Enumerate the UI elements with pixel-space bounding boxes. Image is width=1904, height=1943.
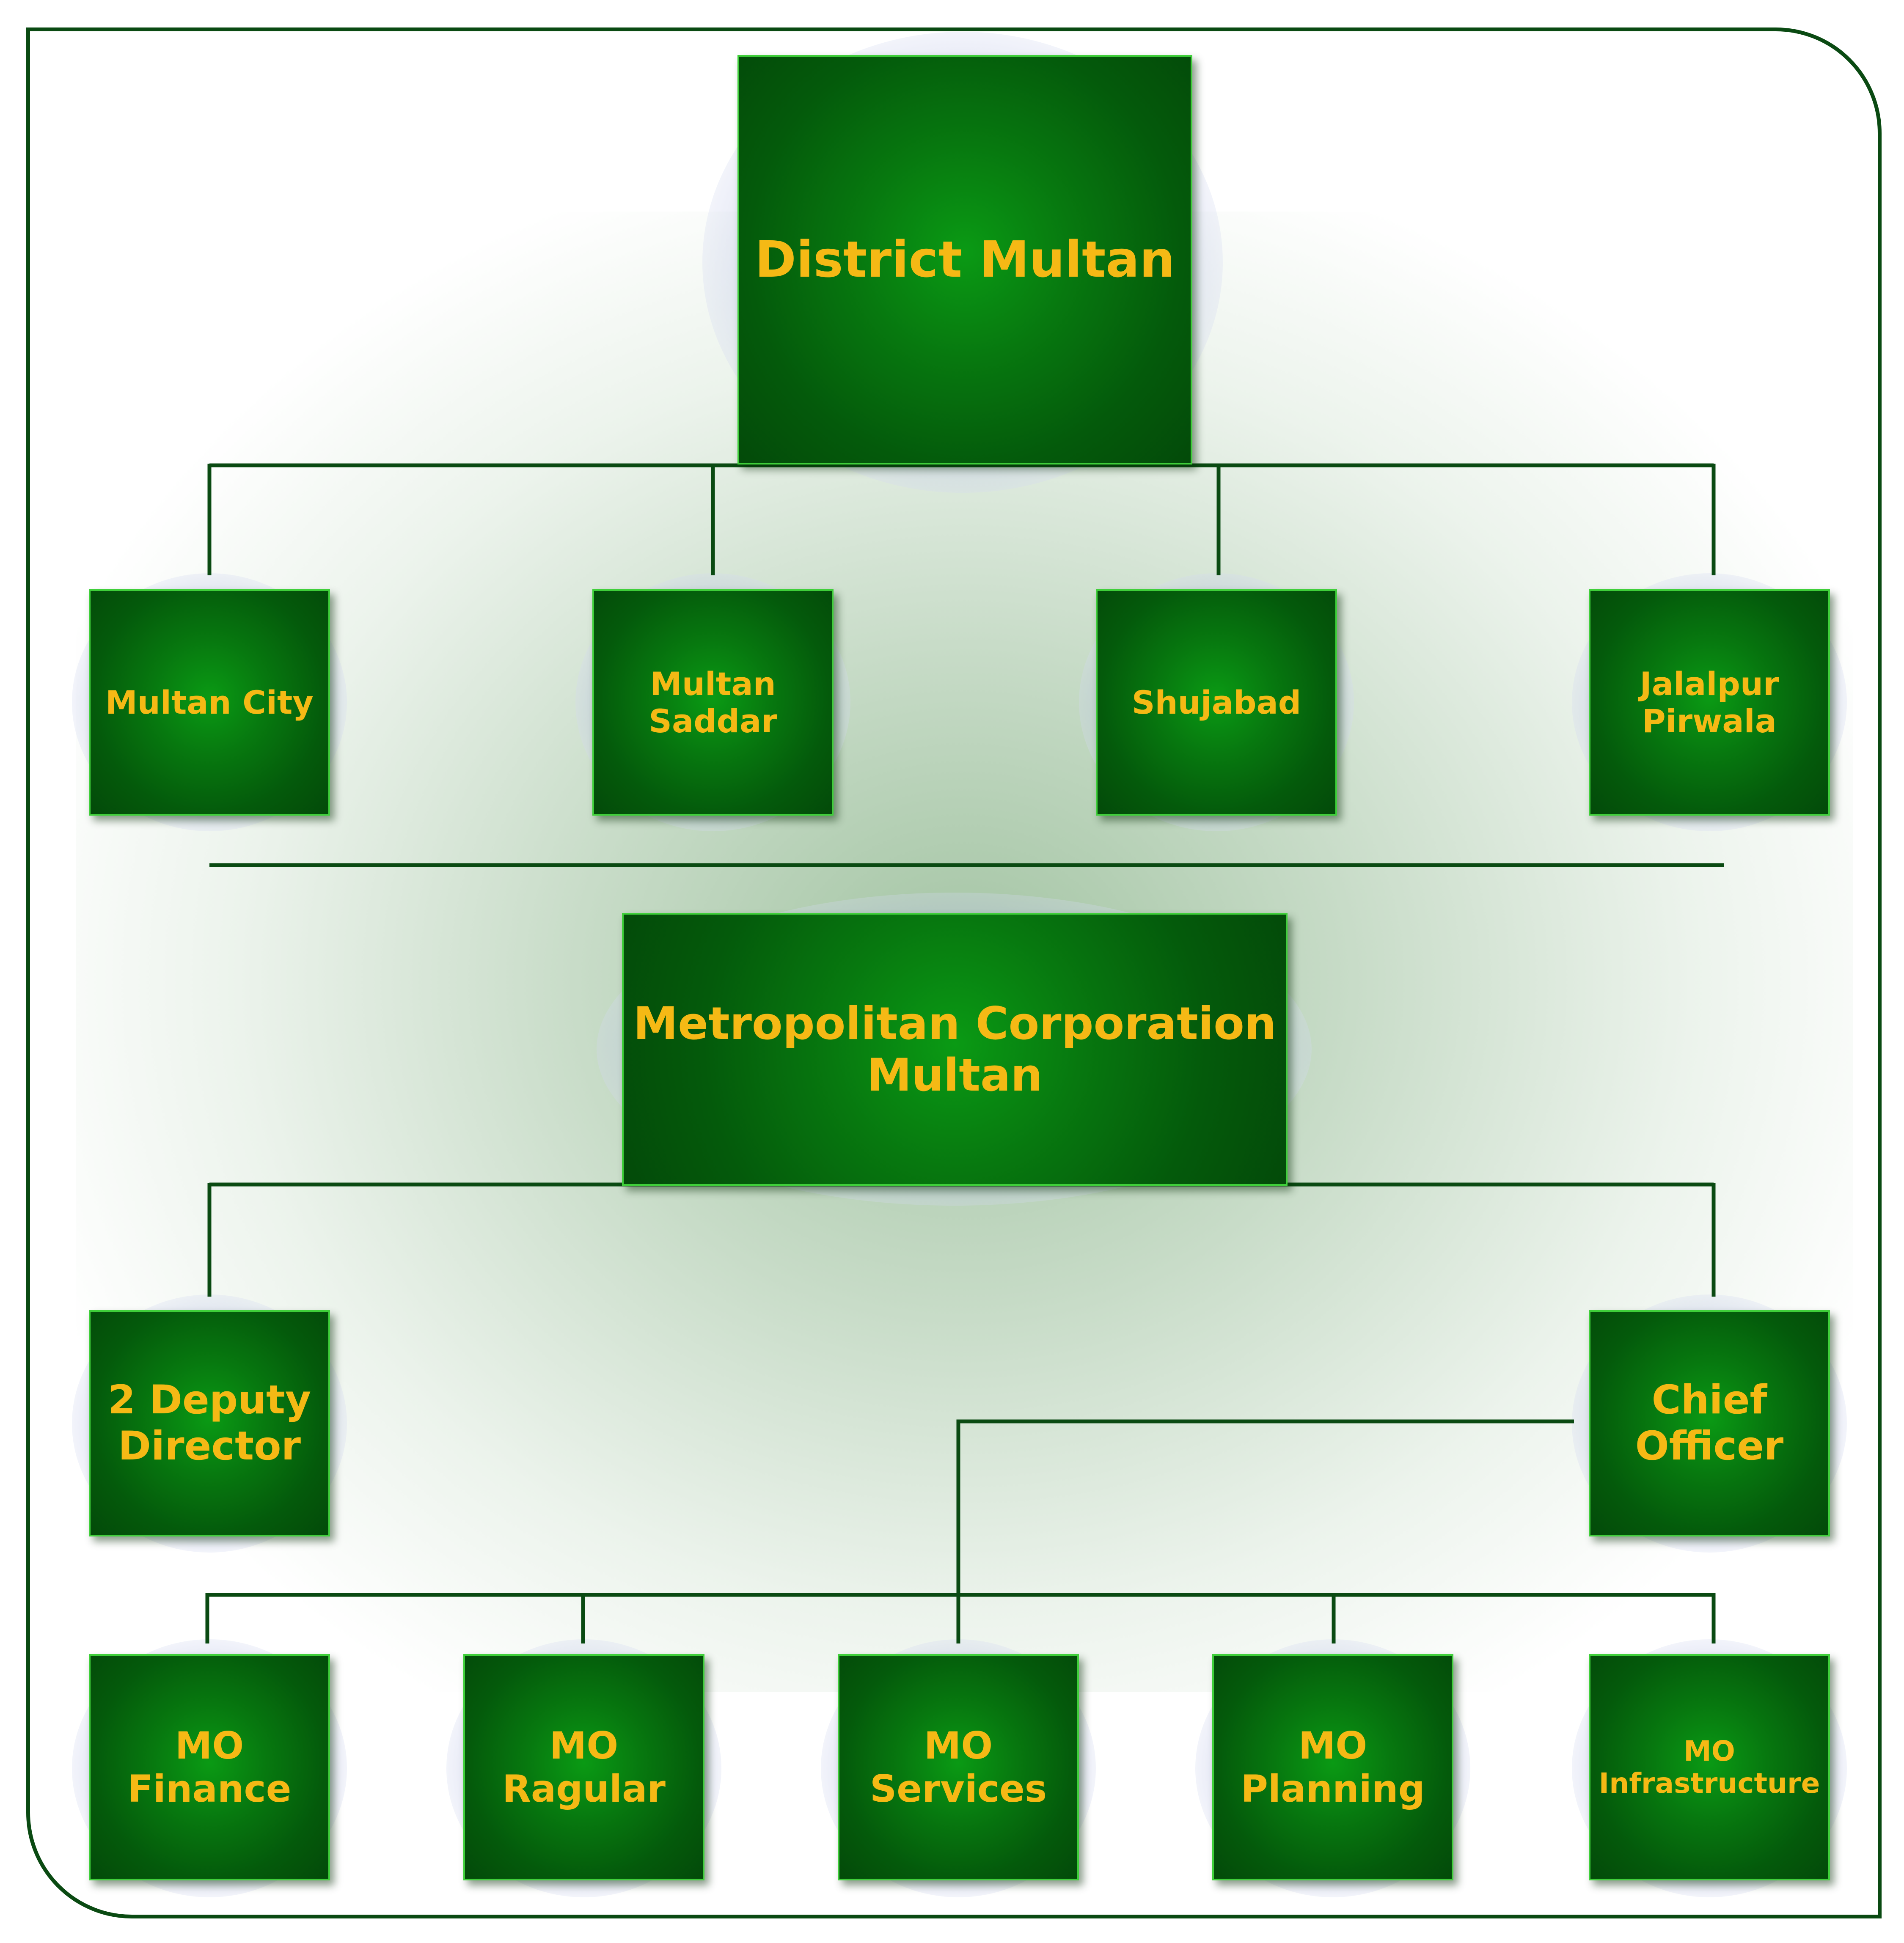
node-tehsil-label: Jalalpur Pirwala — [1640, 665, 1779, 740]
node-mo-label: MO Finance — [127, 1724, 292, 1811]
node-chief-label: Chief Officer — [1635, 1377, 1784, 1469]
node-district[interactable]: District Multan — [737, 55, 1192, 464]
node-tehsil-label: Multan Saddar — [649, 665, 777, 740]
node-mo-label: MO Planning — [1241, 1724, 1425, 1811]
connector-chief-branch — [956, 1419, 1574, 1595]
node-chief-officer[interactable]: Chief Officer — [1589, 1310, 1830, 1536]
node-mo-label: MO Ragular — [502, 1724, 666, 1811]
node-tehsil-label: Multan City — [105, 683, 314, 721]
node-tehsil-multan-saddar[interactable]: Multan Saddar — [592, 589, 834, 816]
node-mo-label: MO Infrastructure — [1599, 1734, 1820, 1800]
node-mo-planning[interactable]: MO Planning — [1212, 1654, 1453, 1880]
node-mo-label: MO Services — [869, 1724, 1047, 1811]
node-tehsil-label: Shujabad — [1131, 683, 1301, 721]
node-deputy-label: 2 Deputy Director — [107, 1377, 311, 1469]
node-metropolitan-corporation[interactable]: Metropolitan Corporation Multan — [622, 913, 1288, 1186]
node-mo-ragular[interactable]: MO Ragular — [463, 1654, 704, 1880]
node-mo-services[interactable]: MO Services — [838, 1654, 1079, 1880]
node-tehsil-multan-city[interactable]: Multan City — [89, 589, 330, 816]
node-mo-finance[interactable]: MO Finance — [89, 1654, 330, 1880]
node-tehsil-shujabad[interactable]: Shujabad — [1096, 589, 1337, 816]
node-deputy-director[interactable]: 2 Deputy Director — [89, 1310, 330, 1536]
node-district-label: District Multan — [754, 230, 1175, 289]
node-mo-infrastructure[interactable]: MO Infrastructure — [1589, 1654, 1830, 1880]
node-tehsil-jalalpur-pirwala[interactable]: Jalalpur Pirwala — [1589, 589, 1830, 816]
node-metro-label: Metropolitan Corporation Multan — [633, 997, 1277, 1101]
